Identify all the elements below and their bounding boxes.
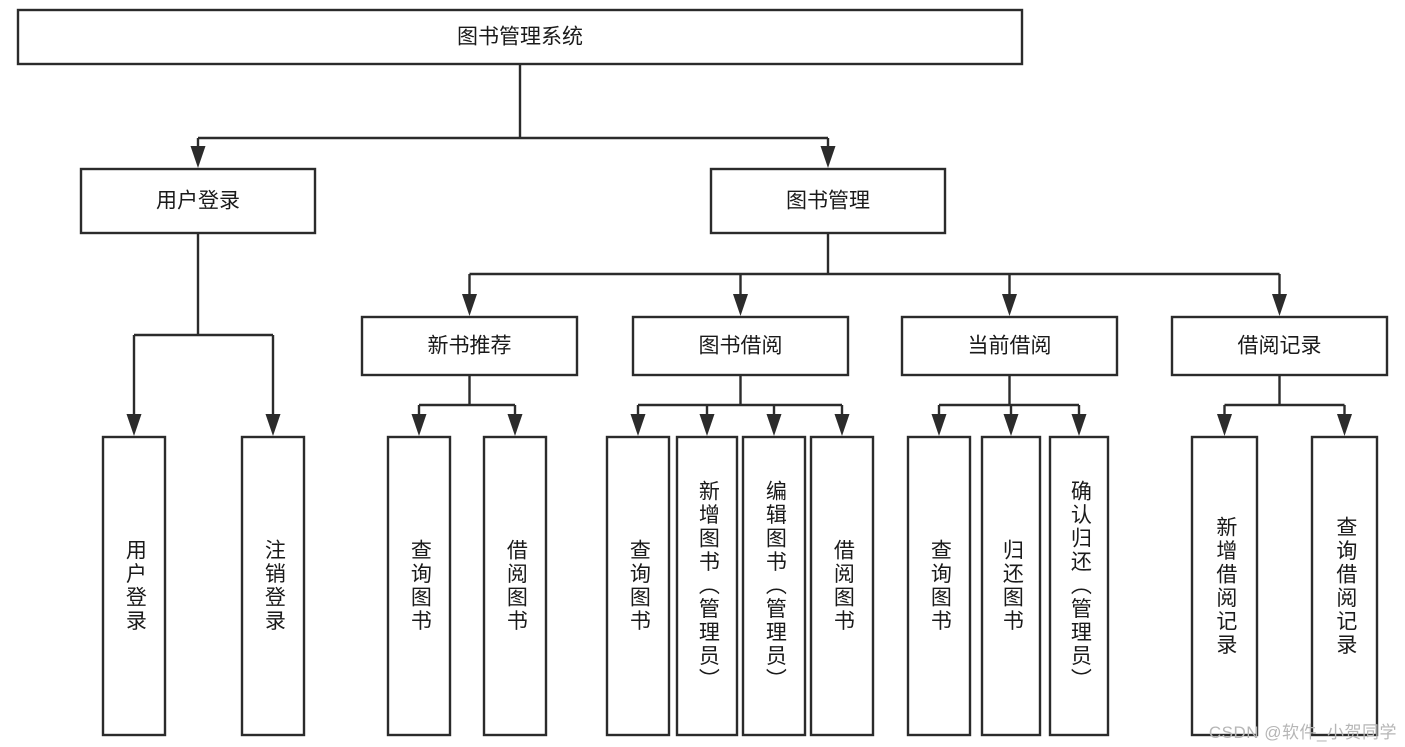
node-label-user-login: 用户登录	[156, 190, 240, 213]
arrowhead-icon-leaf-bb-borrow	[834, 414, 850, 436]
node-label-new-book-rec: 新书推荐	[428, 335, 512, 358]
node-box-leaf-br-add[interactable]	[1190, 435, 1259, 737]
arrowhead-icon-leaf-rec-query	[411, 414, 427, 436]
arrowhead-icon-user-login	[190, 146, 206, 168]
node-box-leaf-cb-query[interactable]	[906, 435, 972, 737]
arrowhead-icon-leaf-cb-query	[931, 414, 947, 436]
node-box-borrow-record[interactable]	[1170, 315, 1389, 377]
node-box-leaf-user-login[interactable]	[101, 435, 167, 737]
arrowhead-icon-leaf-rec-borrow	[507, 414, 523, 436]
node-box-leaf-bb-borrow[interactable]	[809, 435, 875, 737]
node-box-new-book-rec[interactable]	[360, 315, 579, 377]
node-box-layer	[16, 8, 1389, 737]
arrowhead-icon-leaf-cb-return	[1003, 414, 1019, 436]
arrowhead-icon-borrow-record	[1272, 294, 1287, 316]
arrowhead-icon-leaf-bb-add	[699, 414, 715, 436]
node-box-leaf-cb-confirm[interactable]	[1048, 435, 1110, 737]
node-label-borrow-record: 借阅记录	[1238, 335, 1322, 358]
node-box-leaf-logout[interactable]	[240, 435, 306, 737]
arrowhead-icon-current-borrow	[1002, 294, 1017, 316]
node-box-book-manage[interactable]	[709, 167, 947, 235]
connector-layer	[126, 64, 1352, 436]
arrowhead-icon-leaf-bb-query	[630, 414, 646, 436]
node-box-leaf-rec-borrow[interactable]	[482, 435, 548, 737]
node-box-leaf-rec-query[interactable]	[386, 435, 452, 737]
arrowhead-icon-leaf-user-login	[126, 414, 142, 436]
arrowhead-icon-leaf-cb-confirm	[1071, 414, 1087, 436]
arrowhead-icon-leaf-br-query	[1337, 414, 1352, 436]
node-label-book-borrow: 图书借阅	[699, 335, 783, 358]
node-box-root[interactable]	[16, 8, 1024, 66]
node-box-leaf-bb-add[interactable]	[675, 435, 739, 737]
arrowhead-icon-book-borrow	[733, 294, 748, 316]
node-box-user-login[interactable]	[79, 167, 317, 235]
node-box-leaf-cb-return[interactable]	[980, 435, 1042, 737]
arrowhead-icon-new-book-rec	[462, 294, 477, 316]
node-box-leaf-bb-edit[interactable]	[741, 435, 807, 737]
csdn-watermark: CSDN @软件_小贺同学	[1208, 723, 1397, 742]
arrowhead-icon-leaf-logout	[265, 414, 281, 436]
arrowhead-icon-leaf-bb-edit	[766, 414, 782, 436]
node-label-root: 图书管理系统	[457, 26, 583, 49]
arrowhead-icon-leaf-br-add	[1217, 414, 1232, 436]
arrowhead-icon-book-manage	[820, 146, 836, 168]
node-box-current-borrow[interactable]	[900, 315, 1119, 377]
node-label-book-manage: 图书管理	[786, 190, 870, 213]
node-box-leaf-br-query[interactable]	[1310, 435, 1379, 737]
node-label-current-borrow: 当前借阅	[968, 335, 1052, 358]
node-box-book-borrow[interactable]	[631, 315, 850, 377]
node-box-leaf-bb-query[interactable]	[605, 435, 671, 737]
